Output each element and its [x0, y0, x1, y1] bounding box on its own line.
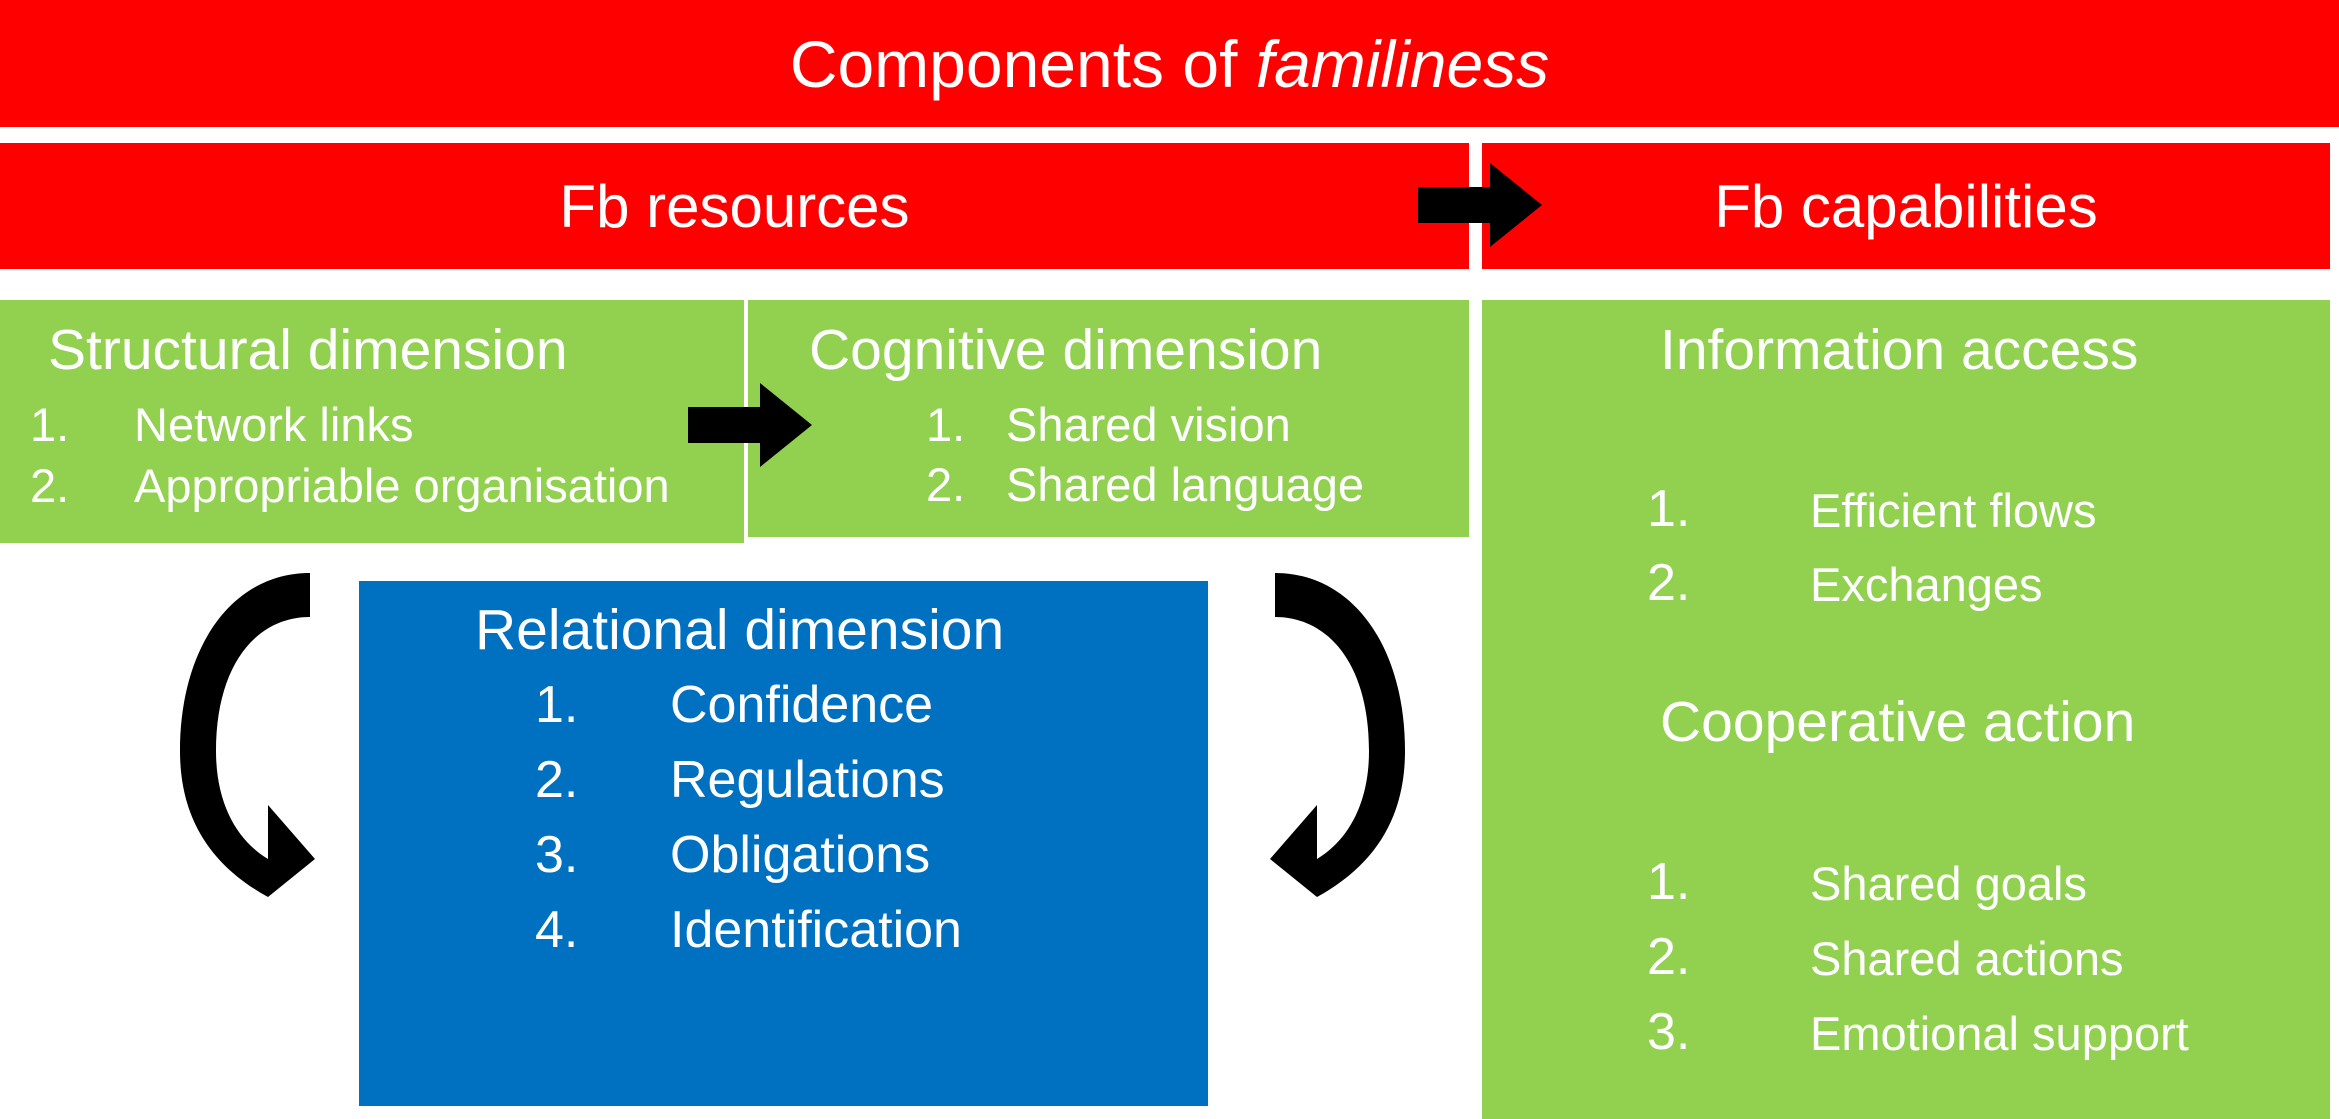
- info-item-1-num: 1.: [1647, 480, 1691, 538]
- relational-item-3-text: Obligations: [670, 826, 931, 884]
- coop-item-2-num: 2.: [1647, 928, 1691, 986]
- relational-item-2-num: 2.: [535, 751, 579, 809]
- coop-item-3-num: 3.: [1647, 1003, 1691, 1061]
- cognitive-item-2-text: Shared language: [1006, 458, 1365, 511]
- structural-heading: Structural dimension: [48, 318, 568, 382]
- cognitive-item-1-text: Shared vision: [1006, 398, 1291, 451]
- title-text: Components of familiness: [789, 26, 1550, 101]
- coop-item-1-num: 1.: [1647, 853, 1691, 911]
- capabilities-box: Information access 1. Efficient flows 2.…: [1482, 300, 2330, 1119]
- structural-to-relational-curved-arrow-icon: [180, 573, 315, 897]
- structural-item-1-text: Network links: [134, 398, 414, 451]
- fb-capabilities-banner: Fb capabilities: [1482, 143, 2330, 269]
- title-banner: Components of familiness: [0, 0, 2339, 127]
- relational-item-2-text: Regulations: [670, 751, 945, 809]
- relational-heading: Relational dimension: [475, 598, 1005, 662]
- info-item-1-text: Efficient flows: [1810, 484, 2097, 537]
- info-item-2-num: 2.: [1647, 554, 1691, 612]
- cognitive-dimension-box: Cognitive dimension 1. Shared vision 2. …: [748, 300, 1469, 537]
- structural-dimension-box: Structural dimension 1. Network links 2.…: [0, 300, 744, 543]
- info-item-2-text: Exchanges: [1810, 558, 2043, 611]
- structural-item-2-num: 2.: [30, 459, 70, 512]
- coop-item-2-text: Shared actions: [1810, 932, 2124, 985]
- relational-item-4-text: Identification: [670, 901, 962, 959]
- relational-item-3-num: 3.: [535, 826, 579, 884]
- resources-to-capabilities-arrow-icon: [1418, 163, 1542, 247]
- relational-item-1-text: Confidence: [670, 676, 934, 734]
- relational-item-4-num: 4.: [535, 901, 579, 959]
- coop-item-1-text: Shared goals: [1810, 857, 2087, 910]
- cognitive-item-2-num: 2.: [926, 458, 966, 511]
- relational-dimension-box: Relational dimension 1. Confidence 2. Re…: [359, 581, 1208, 1106]
- coop-item-3-text: Emotional support: [1810, 1007, 2189, 1060]
- cooperative-action-heading: Cooperative action: [1660, 690, 2136, 754]
- cognitive-heading: Cognitive dimension: [809, 318, 1323, 382]
- structural-to-cognitive-arrow-icon: [688, 383, 812, 467]
- information-access-heading: Information access: [1660, 318, 2139, 382]
- fb-resources-label: Fb resources: [559, 172, 910, 240]
- cognitive-to-relational-curved-arrow-icon: [1270, 573, 1405, 897]
- structural-item-1-num: 1.: [30, 398, 70, 451]
- structural-item-2-text: Appropriable organisation: [134, 459, 670, 512]
- relational-item-1-num: 1.: [535, 676, 579, 734]
- fb-resources-banner: Fb resources: [0, 143, 1469, 269]
- fb-capabilities-label: Fb capabilities: [1714, 172, 2098, 240]
- cognitive-item-1-num: 1.: [926, 398, 966, 451]
